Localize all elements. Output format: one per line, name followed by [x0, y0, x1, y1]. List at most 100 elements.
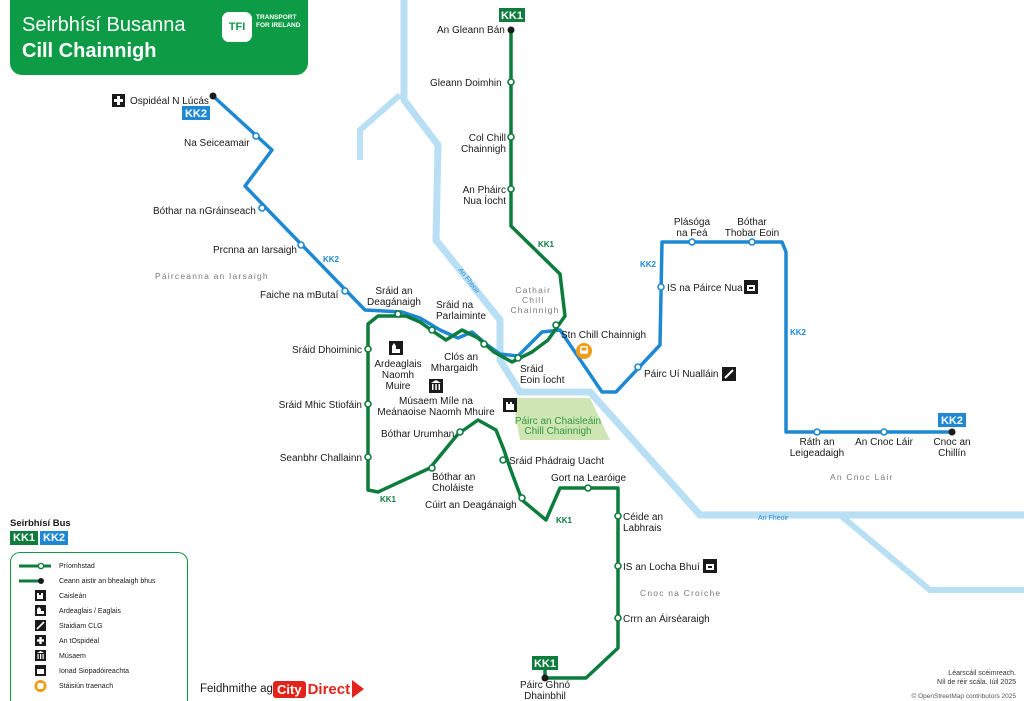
- stop-label: An Gleann Bán: [437, 25, 505, 36]
- area-label: Cnoc na Croiche: [640, 588, 721, 598]
- stop-marker[interactable]: [258, 204, 266, 212]
- legend: Príomhstad Ceann aistir an bhealaigh bhu…: [10, 552, 188, 701]
- stop-marker[interactable]: [394, 310, 402, 318]
- operated-by-label: Feidhmithe ag: [200, 683, 273, 695]
- line-label-kk1: KK1: [380, 495, 397, 504]
- stop-label: Bóthar Urumhan: [381, 429, 454, 440]
- stop-marker[interactable]: [480, 340, 488, 348]
- stop-label-line: Thobar Eoin: [725, 228, 779, 239]
- gaa-stadium-icon: [722, 367, 736, 381]
- stop-marker[interactable]: [688, 238, 696, 246]
- cathedral-icon: [389, 341, 403, 355]
- stop-label: Seanbhr Challainn: [280, 453, 362, 464]
- river-label: An Fheoir: [758, 515, 789, 522]
- stop-marker[interactable]: [614, 512, 622, 520]
- terminus-marker: [948, 428, 956, 436]
- area-label: Páirceanna an Iarsaigh: [155, 271, 269, 281]
- stop-marker[interactable]: [341, 287, 349, 295]
- castle-park: [512, 398, 610, 440]
- stop-marker[interactable]: [507, 78, 515, 86]
- stop-label-line: Céide an: [623, 512, 663, 523]
- stop-marker[interactable]: [428, 326, 436, 334]
- stop-marker[interactable]: [514, 354, 522, 362]
- stop-marker[interactable]: [252, 132, 260, 140]
- line-label-kk2: KK2: [640, 260, 657, 269]
- museum-icon: [429, 379, 443, 393]
- area-label-cathair: Cathair Chill Chainnigh: [510, 285, 559, 315]
- legend-label: An tOspidéal: [59, 637, 100, 645]
- stop-marker[interactable]: [499, 456, 507, 464]
- stop-marker[interactable]: [614, 614, 622, 622]
- stop-label-line: Deagánaigh: [367, 297, 421, 308]
- river-branch: [838, 512, 1024, 593]
- stop-label-line: Leigeadaigh: [790, 448, 845, 459]
- area-label-cathair-line2: Chill: [522, 295, 545, 305]
- stop-marker[interactable]: [364, 345, 372, 353]
- place-label-line: Músaem Míle na: [399, 396, 473, 407]
- stop-label-line: Cnoc an: [933, 437, 970, 448]
- legend-route-badges: KK1 KK2: [10, 531, 69, 545]
- stop-label: An Cnoc Láir: [855, 437, 913, 448]
- stop-label-line: Chainnigh: [461, 144, 506, 155]
- stop-label-line: Bóthar: [737, 217, 767, 228]
- stop-marker[interactable]: [364, 453, 372, 461]
- area-label-cathair-line3: Chainnigh: [510, 305, 559, 315]
- stop-marker[interactable]: [880, 428, 888, 436]
- tfi-logo-text: TRANSPORT FOR IRELAND: [256, 14, 301, 29]
- legend-row: Staidiam CLG: [11, 619, 103, 633]
- stop-label: Prcnna an Iarsaigh: [213, 245, 297, 256]
- legend-row: Ardeaglais / Eaglais: [11, 604, 121, 618]
- title-banner: Seirbhísí Busanna Cill Chainnigh TFI TRA…: [10, 0, 308, 75]
- legend-symbol-terminus: [11, 574, 59, 588]
- place-label-line: Naomh: [382, 370, 414, 381]
- stop-marker[interactable]: [297, 241, 305, 249]
- legend-row: Stáisiún traenach: [11, 679, 113, 693]
- stop-label: Faiche na mButaí: [260, 290, 339, 301]
- stop-label-line: Choláiste: [432, 483, 474, 494]
- terminus-marker: [209, 92, 217, 100]
- stop-label: Cúirt an Deagánaigh: [425, 500, 517, 511]
- citydirect-logo-direct: Direct: [307, 680, 351, 698]
- map-note-line1: Léarscáil scéimreach.: [948, 670, 1016, 677]
- hospital-icon: [112, 94, 125, 107]
- stop-label-line: Plásóga: [674, 217, 711, 228]
- stop-label-line: Sráid na: [436, 300, 474, 311]
- stop-marker[interactable]: [584, 484, 592, 492]
- stop-marker[interactable]: [552, 321, 560, 329]
- legend-label: Ardeaglais / Eaglais: [59, 607, 121, 615]
- stop-marker[interactable]: [657, 283, 665, 291]
- stop-label: IS na Páirce Nua: [667, 283, 743, 294]
- stop-marker[interactable]: [507, 133, 515, 141]
- legend-row: Ceann aistir an bhealaigh bhus: [11, 574, 156, 588]
- stop-marker[interactable]: [748, 238, 756, 246]
- svg-text:KK1: KK1: [501, 10, 523, 22]
- stop-marker[interactable]: [364, 400, 372, 408]
- route-badge-kk2-left: KK2: [182, 106, 210, 120]
- legend-row: Ionad Siopadóireachta: [11, 664, 129, 678]
- stop-label: Crrn an Áirséaraigh: [623, 612, 710, 625]
- stop-marker[interactable]: [507, 185, 515, 193]
- stop-marker[interactable]: [456, 428, 464, 436]
- stop-marker[interactable]: [634, 363, 642, 371]
- legend-label: Staidiam CLG: [59, 622, 103, 630]
- legend-row: Músaem: [11, 649, 86, 663]
- stop-marker[interactable]: [813, 428, 821, 436]
- shopping-centre-icon: [11, 664, 59, 678]
- stop-marker[interactable]: [518, 494, 526, 502]
- stop-label-line: An Pháirc: [463, 185, 506, 196]
- citydirect-logo-city: City: [273, 680, 306, 698]
- stop-label-line: Labhrais: [623, 523, 661, 534]
- stop-marker[interactable]: [614, 562, 622, 570]
- museum-icon: [11, 649, 59, 663]
- legend-label: Ionad Siopadóireachta: [59, 667, 130, 675]
- legend-title: Seirbhísí Bus: [10, 518, 71, 529]
- stop-marker[interactable]: [428, 464, 436, 472]
